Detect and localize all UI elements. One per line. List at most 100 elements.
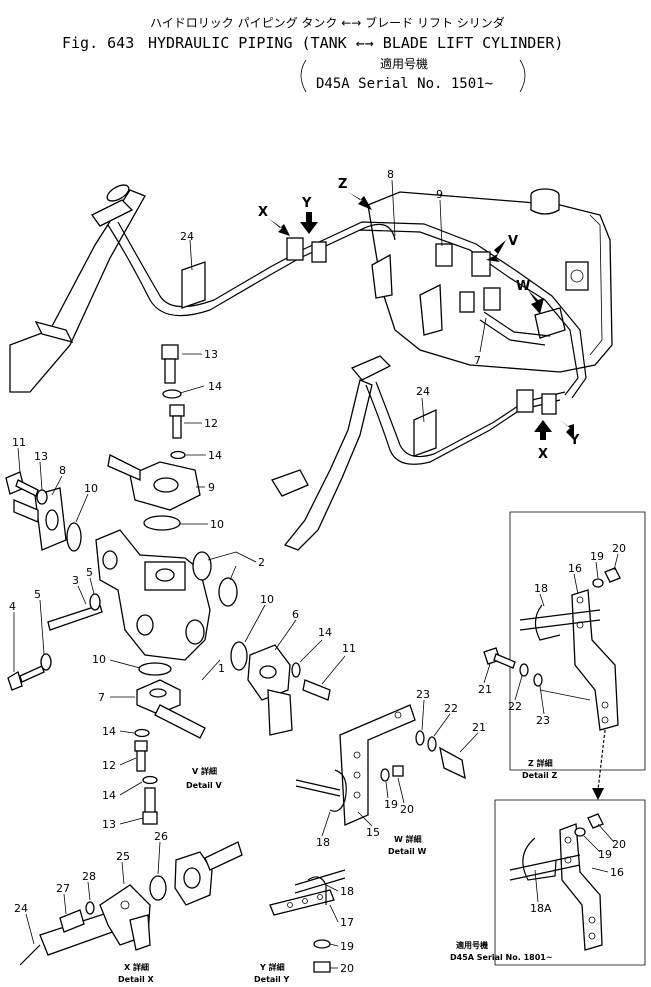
flange-x-bore (183, 867, 201, 889)
detail-w-bracket (295, 704, 466, 826)
bracket-16-alt (559, 823, 603, 951)
bolt-13-lower-head (142, 811, 158, 825)
callout-20-y: 20 (340, 962, 354, 975)
caption-w: Detail W (388, 847, 427, 856)
z-hole-1 (576, 596, 584, 604)
bolt-21-w (439, 746, 466, 780)
leader-5-upper (89, 577, 95, 595)
cylinder-clamp-upper (34, 321, 74, 343)
pipe-z-b (519, 619, 601, 631)
manifold-top-port (155, 568, 175, 582)
leader-22-z (514, 675, 523, 701)
callout-9-mid: 9 (208, 481, 215, 494)
callout-22-z: 22 (508, 700, 522, 713)
leader-14-top (179, 385, 205, 394)
callout-12-lower: 12 (102, 759, 116, 772)
pipe-stub-8 (13, 499, 39, 523)
callout-25: 25 (116, 850, 130, 863)
pipe-upper-b (301, 221, 587, 399)
bracket-16-z (571, 589, 619, 731)
leader-19-z (595, 561, 599, 579)
elbow-7-bore (149, 688, 167, 698)
callout-12-top: 12 (204, 417, 218, 430)
callout-23-z: 23 (536, 714, 550, 727)
leader-14-lower-a (119, 730, 135, 734)
flange-6-bore (259, 665, 277, 679)
serial-right-paren (519, 59, 526, 93)
washer-22-w (427, 736, 437, 752)
clamp-y-upper (311, 241, 327, 263)
leader-23-z (539, 685, 545, 715)
leader-11-left (17, 447, 21, 473)
plate-17 (269, 889, 335, 916)
caption-z-jp: Z 詳細 (528, 758, 553, 768)
arrow-z (348, 192, 372, 210)
manifold-side-port (185, 619, 205, 645)
manifold-front-port (136, 614, 154, 636)
arrow-x-upper (268, 218, 290, 236)
pipe-w-a (295, 779, 341, 791)
leader-24a (189, 239, 193, 271)
lift-cylinder-end-upper (106, 184, 130, 202)
callout-13-left: 13 (34, 450, 48, 463)
clamp-tank-b (459, 291, 475, 313)
callout-4: 4 (9, 600, 16, 613)
leader-22-w (433, 713, 451, 737)
o-ring-26 (149, 875, 167, 901)
caption-z: Detail Z (522, 771, 558, 780)
detail-z-frame (509, 511, 646, 771)
callout-19-alt: 19 (598, 848, 612, 861)
tank-port-cover (565, 261, 589, 291)
z-to-alt-arrowhead (592, 788, 604, 800)
leader-10-left (75, 493, 89, 523)
flange-6-pipe (267, 689, 293, 736)
bolt-12-shank (172, 415, 182, 439)
pipe-y-a (294, 869, 346, 886)
o-ring-10-right (230, 641, 248, 671)
caption-x: Detail X (118, 975, 155, 984)
callout-24-x: 24 (14, 902, 28, 915)
leader-20-z (613, 553, 619, 571)
flange-9-bore (153, 477, 179, 493)
detail-x (19, 841, 243, 966)
bolt-12-lower-shank (136, 750, 146, 772)
leader-9-top (439, 199, 443, 247)
bolt-4-head (7, 671, 23, 691)
clamp-tank-a (483, 287, 501, 311)
z-to-alt-arrow-shaft (597, 729, 606, 791)
callout-2: 2 (258, 556, 265, 569)
callout-18A: 18A (530, 902, 552, 915)
leader-18-y (325, 884, 339, 892)
washer-22-z (519, 663, 529, 677)
callout-11-left: 11 (12, 436, 26, 449)
lift-cylinder-lower (271, 355, 392, 551)
bracket-hole-3 (353, 791, 361, 799)
leader-26 (157, 841, 161, 875)
lift-cylinder-upper (9, 184, 146, 393)
o-ring-2-b (218, 577, 238, 607)
filler-neck (530, 195, 560, 215)
leader-20-w (397, 777, 405, 804)
leader-27 (63, 893, 67, 915)
bolt-13-head (161, 344, 179, 360)
arrow-label-v: V (508, 234, 518, 249)
washer-23-z (533, 673, 543, 687)
leader-10-right (244, 604, 266, 643)
callout-20-w: 20 (400, 803, 414, 816)
lift-cylinder-body-lower (283, 379, 373, 551)
z-bolt-leader (539, 689, 591, 701)
callout-20-alt: 20 (612, 838, 626, 851)
figure-number: Fig. 643 (62, 34, 134, 52)
serial-range: D45A Serial No. 1501~ (316, 76, 493, 92)
callout-16-alt: 16 (610, 866, 624, 879)
alt-hole-4 (588, 932, 596, 940)
callout-9-top: 9 (436, 188, 443, 201)
callout-18-w: 18 (316, 836, 330, 849)
arrow-label-y-upper: Y (301, 196, 312, 211)
callout-24-lower: 24 (416, 385, 430, 398)
callout-17: 17 (340, 916, 354, 929)
leader-11-flange6 (321, 655, 346, 685)
washer-14-lower-a (134, 728, 150, 738)
leader-28 (87, 881, 91, 901)
nut-20-alt (587, 813, 604, 829)
